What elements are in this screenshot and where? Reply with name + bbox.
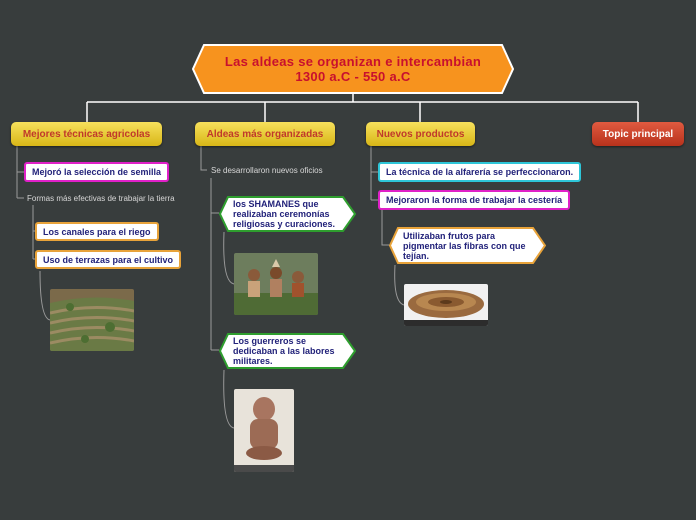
terraces-photo-art: [50, 289, 134, 351]
shamanes-photo: [234, 253, 318, 315]
node-terrazas-cultivo[interactable]: Uso de terrazas para el cultivo: [35, 250, 182, 269]
node-canales-riego[interactable]: Los canales para el riego: [35, 222, 159, 241]
shamanes-line1: los SHAMANES que: [233, 199, 319, 209]
guerreros-line1: Los guerreros se: [233, 336, 307, 346]
node-formas-trabajar-tierra[interactable]: Formas más efectivas de trabajar la tier…: [27, 194, 175, 203]
guerreros-line2: dedicaban a las labores: [233, 346, 335, 356]
central-topic-shape: [192, 44, 514, 94]
node-frutos-text: Utilizaban frutos para pigmentar las fib…: [389, 227, 546, 264]
topic-agricultura[interactable]: Mejores técnicas agricolas: [11, 122, 162, 146]
basket-photo-art: [404, 284, 488, 326]
central-title-line2: 1300 a.C - 550 a.C: [295, 69, 411, 84]
node-nuevos-oficios[interactable]: Se desarrollaron nuevos oficios: [211, 166, 323, 175]
shamanes-line3: religiosas y curaciones.: [233, 219, 336, 229]
shamanes-photo-art: [234, 253, 318, 315]
shamanes-line2: realizaban ceremonías: [233, 209, 330, 219]
node-alfareria[interactable]: La técnica de la alfarería se perfeccion…: [378, 162, 582, 182]
terraces-photo: [50, 289, 134, 351]
topic-aldeas[interactable]: Aldeas más organizadas: [195, 122, 335, 146]
node-guerreros-shape: [219, 333, 356, 369]
figurine-photo: [234, 389, 294, 472]
guerreros-line3: militares.: [233, 356, 273, 366]
node-cesteria[interactable]: Mejoraron la forma de trabajar la cester…: [378, 190, 571, 210]
central-topic[interactable]: Las aldeas se organizan e intercambian 1…: [192, 44, 514, 94]
node-seleccion-semilla[interactable]: Mejoró la selección de semilla: [24, 162, 170, 182]
figurine-photo-art: [234, 389, 294, 472]
frutos-line3: tejían.: [403, 250, 430, 261]
node-frutos-pigmentar[interactable]: Utilizaban frutos para pigmentar las fib…: [389, 227, 546, 264]
node-shamanes-text: los SHAMANES que realizaban ceremonías r…: [219, 196, 356, 232]
central-title-line1: Las aldeas se organizan e intercambian: [224, 54, 482, 69]
node-guerreros-text: Los guerreros se dedicaban a las labores…: [219, 333, 356, 369]
node-guerreros[interactable]: Los guerreros se dedicaban a las labores…: [219, 333, 356, 369]
node-frutos-shape: [389, 227, 546, 264]
node-shamanes-shape: [219, 196, 356, 232]
basket-photo: [404, 284, 488, 326]
node-shamanes[interactable]: los SHAMANES que realizaban ceremonías r…: [219, 196, 356, 232]
topic-principal[interactable]: Topic principal: [592, 122, 684, 146]
frutos-line1: Utilizaban frutos para: [403, 230, 496, 241]
central-topic-text: Las aldeas se organizan e intercambian 1…: [192, 44, 514, 94]
topic-productos[interactable]: Nuevos productos: [366, 122, 475, 146]
frutos-line2: pigmentar las fibras con que: [403, 240, 526, 251]
